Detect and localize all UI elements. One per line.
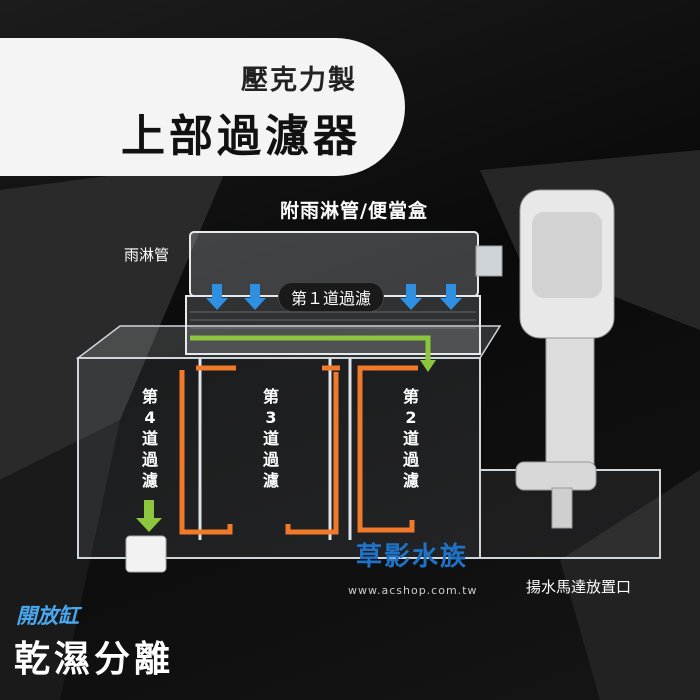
- stage2-label: 第2道過濾: [402, 387, 419, 490]
- title-banner: 壓克力製 上部過濾器: [0, 38, 405, 176]
- stage4-label: 第4道過濾: [141, 387, 158, 490]
- product-subtitle: 壓克力製: [241, 65, 357, 96]
- product-title: 上部過濾器: [121, 111, 361, 162]
- dry-wet-label: 乾濕分離: [14, 639, 175, 680]
- green-drop-arrow: [144, 500, 154, 520]
- drain-cup: [125, 535, 167, 573]
- top-box-label: 附雨淋管/便當盒: [280, 200, 428, 222]
- spray-pipe-outlet: [475, 245, 503, 277]
- orange-flow-lines: [179, 365, 418, 535]
- open-tank-label: 開放缸: [16, 604, 79, 628]
- stage1-label: 第１道過濾: [278, 282, 385, 312]
- brand-url: www.acshop.com.tw: [348, 584, 478, 597]
- blue-flow-arrows: [206, 284, 462, 310]
- green-flow-line: [190, 335, 431, 362]
- pump-slot-label: 揚水馬達放置口: [526, 578, 632, 596]
- stage3-label: 第3道過濾: [262, 387, 279, 490]
- spray-pipe-label: 雨淋管: [124, 246, 170, 264]
- brand-name: 草影水族: [356, 542, 469, 572]
